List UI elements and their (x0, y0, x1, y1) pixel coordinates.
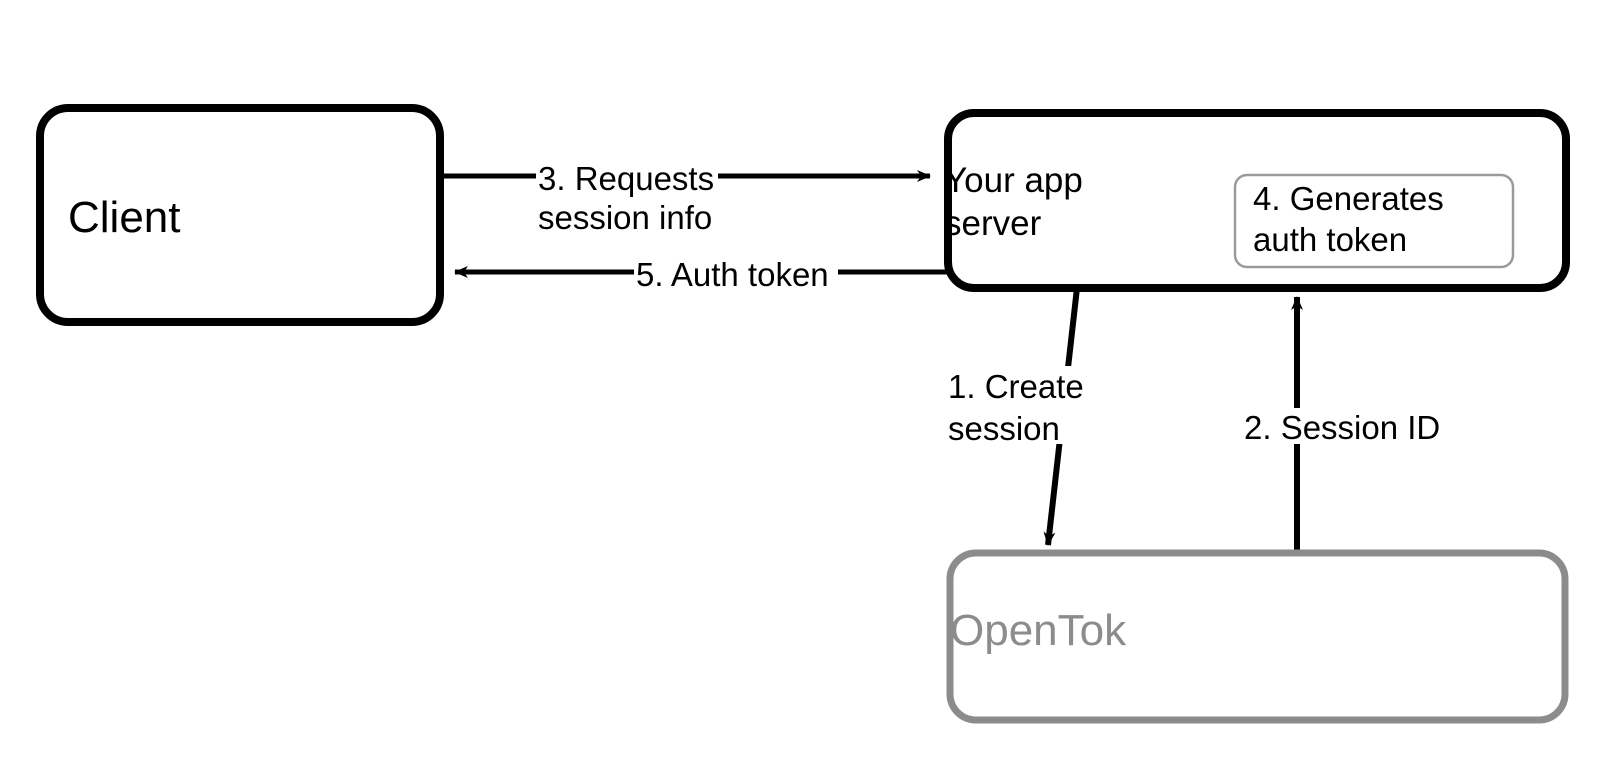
node-client[interactable]: Client (36, 104, 444, 326)
edge-auth-token: 5. Auth token (454, 254, 955, 293)
edge-session-id-label: 2. Session ID (1244, 409, 1440, 446)
edge-create-session-label-line1: 1. Create (948, 368, 1084, 405)
edge-auth-token-label: 5. Auth token (636, 256, 829, 293)
edge-session-id: 2. Session ID (1242, 296, 1470, 553)
node-app-server-label-line1: Your app (944, 161, 1083, 200)
node-app-server[interactable]: Your app server 4. Generates auth token (944, 109, 1570, 292)
edge-create-session-label-backdrop (946, 366, 1098, 444)
node-generates-auth-token[interactable]: 4. Generates auth token (1233, 173, 1515, 269)
edge-create-session-label-line2: session (948, 410, 1060, 447)
edge-create-session: 1. Create session (946, 287, 1098, 546)
node-opentok-shape[interactable] (946, 549, 1569, 724)
node-generates-auth-token-label-line2: auth token (1253, 221, 1407, 258)
edge-requests-session-info-label-line1: 3. Requests (538, 160, 714, 197)
edge-auth-token-label-backdrop (634, 254, 838, 290)
edge-requests-session-info: 3. Requests session info (443, 158, 931, 236)
node-generates-auth-token-label-line1: 4. Generates (1253, 180, 1444, 217)
node-client-label: Client (68, 193, 181, 242)
node-client-shape[interactable] (36, 104, 444, 326)
edge-requests-session-info-label-backdrop (536, 158, 718, 194)
node-opentok-label: OpenTok (950, 606, 1127, 655)
edge-requests-session-info-label-line2: session info (538, 199, 712, 236)
node-generates-auth-token-shape[interactable] (1233, 173, 1515, 269)
node-app-server-label-line2: server (944, 204, 1042, 243)
node-opentok[interactable]: OpenTok (946, 549, 1569, 724)
edge-session-id-label-backdrop (1242, 408, 1470, 444)
